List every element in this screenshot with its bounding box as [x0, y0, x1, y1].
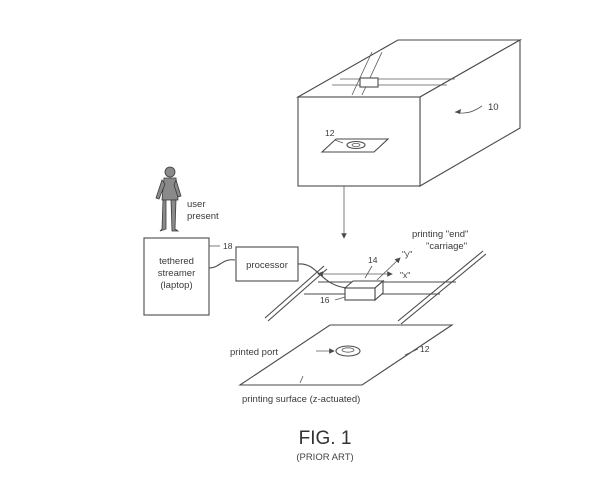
user-right-arm — [173, 178, 182, 198]
ref-10-label: 10 — [488, 102, 499, 113]
laptop-label-line1: tethered — [159, 256, 194, 267]
user-head — [164, 166, 176, 178]
ref-12-bottom-label: 12 — [420, 344, 430, 354]
figure-subtitle: (PRIOR ART) — [296, 452, 353, 463]
printer-enclosure — [295, 39, 523, 187]
inner-printed-part-hole — [351, 142, 361, 147]
lid-carriage — [359, 77, 379, 88]
user-left-leg — [159, 199, 167, 232]
processor-box — [235, 246, 299, 282]
inner-printed-part — [346, 140, 366, 150]
ref-16-label: 16 — [320, 295, 330, 305]
leader-16 — [334, 296, 346, 301]
printing-end-label-line1: printing "end" — [412, 229, 468, 240]
printing-end-label-line2: "carriage" — [426, 241, 467, 252]
axis-y-label: "y" — [402, 249, 412, 259]
processor-label: processor — [246, 260, 288, 271]
right-rail-inner — [400, 253, 487, 325]
user-label-line1: user — [187, 199, 205, 210]
leader-14 — [364, 265, 373, 279]
user-label-line2: present — [187, 211, 219, 222]
gantry-assembly — [264, 250, 487, 325]
ref-12-top-label: 12 — [325, 128, 335, 138]
printed-part-puck-top — [341, 347, 355, 353]
ref-14-label: 14 — [368, 255, 378, 265]
right-rail-outer — [397, 250, 484, 322]
user-torso — [161, 177, 179, 201]
laptop-label-line3: (laptop) — [160, 280, 192, 291]
laptop-processor-cable — [208, 259, 236, 269]
leader-12-top — [334, 139, 344, 144]
ref-18-label: 18 — [223, 241, 233, 251]
carriage-front — [344, 287, 376, 301]
printed-part-puck — [335, 345, 361, 357]
printing-surface — [238, 324, 454, 386]
leader-10-arrow — [455, 109, 461, 114]
user-left-arm — [155, 179, 166, 200]
leader-12-bottom — [404, 348, 419, 356]
y-axis-arrow — [376, 257, 401, 281]
printed-part-label: printed port — [230, 347, 278, 358]
user-right-leg — [170, 199, 180, 232]
lid-rail-4 — [361, 51, 383, 96]
surface-tick — [299, 375, 304, 384]
axis-x-label: "x" — [400, 270, 410, 280]
figure-title: FIG. 1 — [299, 428, 352, 449]
left-rail-outer — [264, 265, 325, 319]
left-rail-inner — [267, 268, 328, 322]
laptop-label-line2: streamer — [158, 268, 195, 279]
lid-rail-3 — [351, 51, 373, 96]
printing-surface-label: printing surface (z-actuated) — [242, 394, 360, 405]
user-figure — [155, 166, 182, 232]
tethered-streamer-box — [143, 237, 210, 316]
